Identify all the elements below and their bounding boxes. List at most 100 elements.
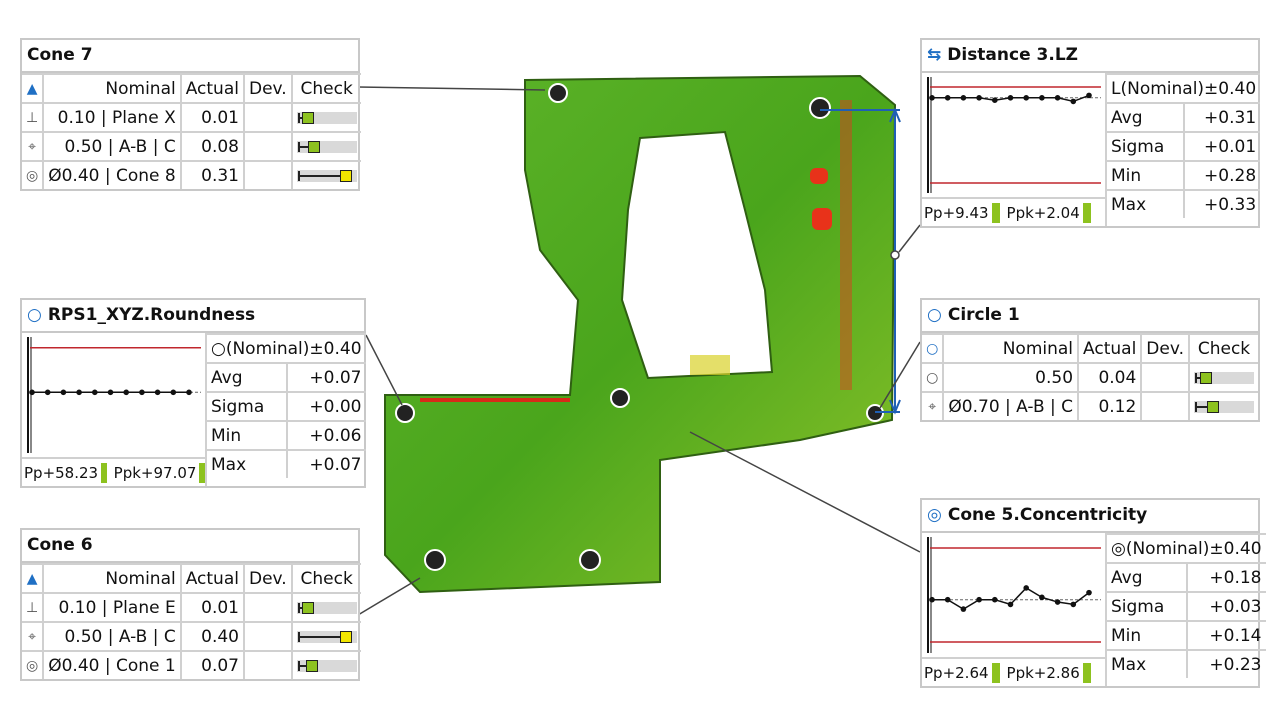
- column-header: Actual: [179, 563, 245, 594]
- nominal-cell: 0.10 | Plane E: [42, 592, 182, 623]
- handle-opening: [620, 130, 774, 380]
- ppk-value: Ppk+97.07: [113, 463, 197, 482]
- actual-cell: 0.31: [179, 160, 245, 189]
- stat-row: Avg+0.31: [1107, 102, 1261, 133]
- check-bar: [296, 630, 357, 643]
- dimension-line: [820, 107, 901, 415]
- stat-label: Sigma: [207, 391, 289, 422]
- panel-title-text: Circle 1: [947, 305, 1020, 325]
- stat-value: +0.14: [1186, 620, 1266, 651]
- data-point: [1039, 594, 1045, 601]
- stat-label: Sigma: [1107, 591, 1189, 622]
- deviation-spot: [420, 398, 570, 402]
- stat-label: Max: [1107, 649, 1189, 678]
- tolerance-type-icon: ◎: [22, 650, 45, 679]
- data-point: [944, 95, 951, 101]
- check-cell: [290, 102, 361, 133]
- table-row[interactable]: ◎ Ø0.40 | Cone 8 0.31: [22, 160, 361, 189]
- check-bar: [296, 659, 357, 672]
- pp-indicator: [991, 662, 1000, 683]
- actual-cell: 0.07: [179, 650, 245, 679]
- data-point: [60, 389, 67, 396]
- ppk-indicator: [199, 462, 205, 483]
- check-bar: [296, 169, 357, 182]
- stat-value: +0.23: [1186, 649, 1266, 678]
- leader-lines: [357, 86, 921, 616]
- check-bar: [296, 111, 357, 124]
- stat-value: +0.31: [1183, 102, 1261, 133]
- pp-value: Pp+2.64: [924, 663, 989, 682]
- tolerance-type-icon: ⌖: [22, 131, 45, 162]
- stat-row: Min+0.14: [1107, 620, 1266, 651]
- tolerance-type-icon: ⌖: [922, 391, 945, 420]
- dev-cell: [242, 160, 293, 189]
- data-point: [29, 389, 35, 396]
- stat-value: +0.01: [1183, 131, 1261, 162]
- tolerance-label: ○(Nominal)±0.40: [207, 333, 366, 364]
- table-row[interactable]: ⊥ 0.10 | Plane E 0.01: [22, 592, 361, 623]
- nominal-cell: 0.10 | Plane X: [42, 102, 182, 133]
- tolerance-label: ◎(Nominal)±0.40: [1107, 533, 1266, 564]
- panel-title: ◎Cone 5.Concentricity: [922, 500, 1258, 533]
- check-cell: [290, 650, 361, 679]
- column-header: Dev.: [242, 73, 293, 104]
- table-row[interactable]: ⊥ 0.10 | Plane X 0.01: [22, 102, 361, 133]
- stat-row: Sigma+0.01: [1107, 131, 1261, 162]
- panel-title: ○RPS1_XYZ.Roundness: [22, 300, 364, 333]
- deviation-spot: [812, 208, 832, 230]
- deviation-spot: [840, 100, 852, 390]
- nominal-cell: Ø0.40 | Cone 8: [42, 160, 182, 189]
- table-row[interactable]: ⌖ 0.50 | A-B | C 0.40: [22, 621, 361, 652]
- stat-label: Sigma: [1107, 131, 1186, 162]
- panel-title-text: Distance 3.LZ: [947, 45, 1078, 65]
- panel-title-text: Cone 6: [27, 535, 93, 555]
- dev-cell: [242, 650, 293, 679]
- stat-label: Avg: [207, 362, 289, 393]
- check-cell: [1188, 391, 1258, 420]
- data-point: [76, 389, 82, 396]
- stat-label: Avg: [1107, 102, 1186, 133]
- check-marker: [1199, 371, 1212, 384]
- stat-row: Sigma+0.00: [207, 391, 366, 422]
- panel-title: Cone 7: [22, 40, 358, 73]
- circle-icon: ○: [922, 333, 945, 364]
- distance-icon: ⇆: [927, 45, 942, 65]
- actual-cell: 0.08: [179, 131, 245, 162]
- deviation-spot: [810, 168, 828, 184]
- data-point: [1039, 95, 1045, 101]
- check-marker: [340, 169, 353, 182]
- data-point: [107, 389, 114, 396]
- pp-indicator: [101, 462, 107, 483]
- stat-label: Min: [1107, 160, 1186, 191]
- data-point: [1023, 95, 1029, 101]
- table-row[interactable]: ○ 0.50 0.04: [922, 362, 1258, 393]
- table-row[interactable]: ⌖ 0.50 | A-B | C 0.08: [22, 131, 361, 162]
- nominal-cell: Ø0.40 | Cone 1: [42, 650, 182, 679]
- check-bar: [1194, 371, 1254, 384]
- check-bar: [296, 601, 357, 614]
- pp-value: Pp+9.43: [924, 203, 989, 222]
- column-header: Check: [1188, 333, 1258, 364]
- table-row[interactable]: ⌖ Ø0.70 | A-B | C 0.12: [922, 391, 1258, 420]
- data-point: [92, 389, 98, 396]
- stat-value: +0.07: [286, 449, 366, 478]
- stat-row: Avg+0.07: [207, 362, 366, 393]
- data-point: [1070, 98, 1077, 105]
- tolerance-type-icon: ◎: [22, 160, 45, 189]
- cone-icon: ▲: [22, 73, 45, 104]
- table-row[interactable]: ◎ Ø0.40 | Cone 1 0.07: [22, 650, 361, 679]
- panel-title-text: Cone 5.Concentricity: [947, 505, 1148, 525]
- data-point: [1054, 95, 1061, 101]
- data-point: [929, 95, 935, 101]
- dev-cell: [242, 592, 293, 623]
- data-point: [992, 97, 998, 103]
